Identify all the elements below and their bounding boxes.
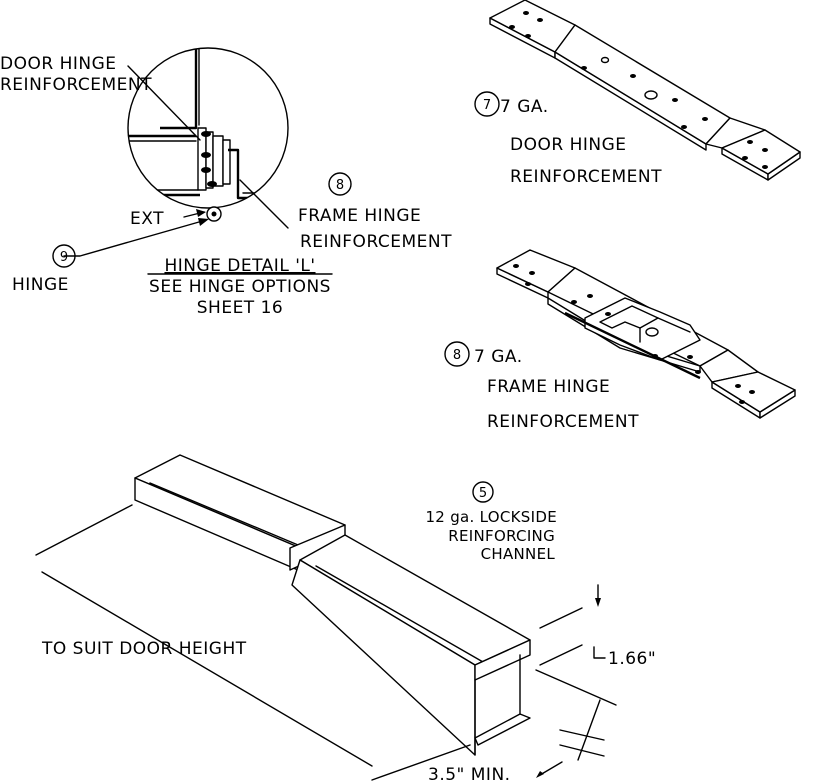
frame-hinge-label-2: REINFORCEMENT	[300, 232, 452, 252]
height-dimension-label: 1.66"	[608, 649, 656, 669]
frame-hinge-leader	[239, 179, 289, 229]
detail-circle	[127, 47, 289, 209]
hinge-label: HINGE	[12, 275, 69, 295]
lockside-reinforcing-channel: TO SUIT DOOR HEIGHT 1.66" 3.5" MIN. 5 12…	[35, 454, 656, 783]
part-8-name-1: FRAME HINGE	[487, 377, 610, 397]
callout-8-part-number: 8	[453, 348, 461, 363]
door-hinge-label-1: DOOR HINGE	[0, 54, 117, 74]
width-dimension-label: 3.5" MIN.	[428, 765, 511, 783]
door-hinge-leader	[127, 65, 201, 141]
callout-8-part-bubble	[444, 341, 470, 367]
callout-7-bubble	[474, 91, 500, 117]
channel-desc-3: CHANNEL	[481, 545, 556, 563]
detail-subtitle-1: SEE HINGE OPTIONS	[149, 277, 331, 297]
detail-section-geometry	[128, 48, 288, 200]
part-7-name-2: REINFORCEMENT	[510, 167, 662, 187]
frame-hinge-label-1: FRAME HINGE	[298, 206, 421, 226]
part-7-name-1: DOOR HINGE	[510, 135, 627, 155]
part-7-gauge: 7 GA.	[500, 97, 549, 117]
part-8-name-2: REINFORCEMENT	[487, 412, 639, 432]
callout-5-bubble	[472, 481, 494, 503]
door-hinge-label-2: REINFORCEMENT	[0, 75, 152, 95]
channel-desc-2: REINFORCING	[448, 527, 555, 545]
frame-hinge-reinforcement-plate: 8 7 GA. FRAME HINGE REINFORCEMENT	[444, 249, 796, 432]
callout-9-bubble	[52, 244, 76, 268]
callout-8-number: 8	[336, 178, 344, 193]
length-dimension-label: TO SUIT DOOR HEIGHT	[41, 639, 247, 659]
callout-7-number: 7	[483, 98, 491, 113]
detail-subtitle-2: SHEET 16	[197, 298, 283, 318]
callout-9-number: 9	[60, 250, 68, 265]
callout-8-bubble	[328, 172, 352, 196]
channel-desc-1: 12 ga. LOCKSIDE	[425, 508, 557, 526]
door-hinge-reinforcement-plate: 7 7 GA. DOOR HINGE REINFORCEMENT	[474, 0, 801, 187]
detail-title: HINGE DETAIL 'L'	[164, 256, 315, 276]
ext-label: EXT	[130, 209, 164, 229]
part-8-gauge: 7 GA.	[474, 347, 523, 367]
hinge-detail-l: DOOR HINGE REINFORCEMENT EXT 8 FRAME HIN…	[0, 47, 452, 318]
callout-5-number: 5	[479, 486, 487, 501]
